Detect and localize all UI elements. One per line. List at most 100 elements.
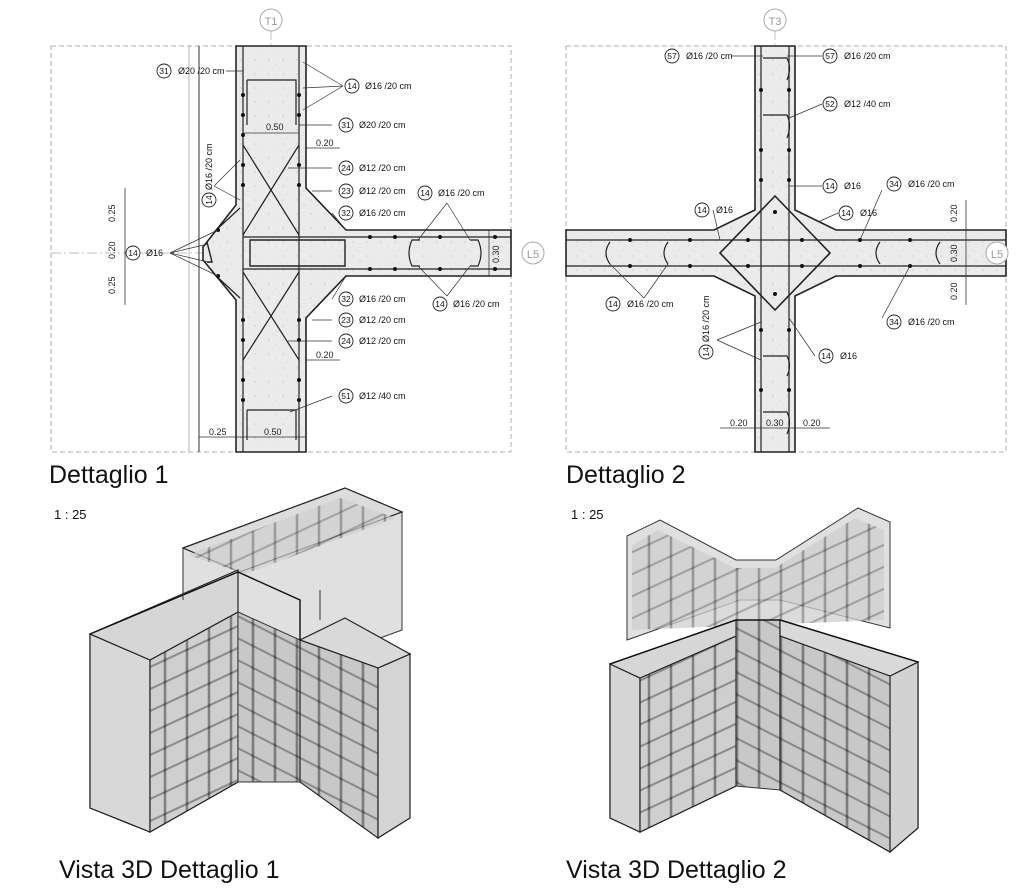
dim2-v020-top: 0.20: [949, 204, 959, 222]
rebar-mark-circle: [338, 160, 354, 176]
rebar-spec: Ø20 /20 cm: [359, 120, 406, 130]
scale-detail1: 1 : 25: [54, 507, 87, 522]
rebar-spec: Ø16 /20 cm: [438, 188, 485, 198]
rebar-spec: Ø16: [844, 181, 861, 191]
rebar-mark: 51: [341, 391, 351, 401]
rebar-mark-circle: [822, 178, 838, 194]
rebar-mark-circle: [886, 314, 902, 330]
rebar-mark-circle: [338, 205, 354, 221]
grid-marker-l5a-label: L5: [527, 249, 539, 261]
dim2-h030: 0.30: [766, 418, 784, 428]
rebar-mark: 34: [889, 317, 899, 327]
rebar-mark: 23: [341, 315, 351, 325]
detail1-callout: 23 Ø12 /20 cm: [338, 183, 406, 199]
rebar-mark: 23: [341, 186, 351, 196]
detail1-callout: 14 Ø16 /20 cm: [201, 143, 217, 208]
caption-view2: Vista 3D Dettaglio 2: [566, 856, 787, 884]
rebar-mark-circle: [664, 48, 680, 64]
rebar-spec: Ø12 /20 cm: [359, 336, 406, 346]
rebar-spec: Ø16 /20 cm: [359, 294, 406, 304]
detail1-callout: 32 Ø16 /20 cm: [338, 205, 406, 221]
rebar-spec: Ø16 /20 cm: [701, 295, 711, 342]
view3d-detail2: [608, 507, 920, 854]
detail2-callout: 14 Ø16: [818, 348, 857, 364]
dim-020-bottom: 0.20: [316, 350, 334, 360]
grid-marker-t3-label: T3: [769, 16, 782, 28]
rebar-mark: 14: [825, 181, 835, 191]
rebar-mark-circle: [156, 63, 172, 79]
dim-v030: 0.30: [491, 245, 501, 263]
rebar-spec: Ø12 /40 cm: [359, 391, 406, 401]
dim-025-bottom: 0.25: [209, 427, 227, 437]
detail2-plan: T3 L5 0.20 0.30 0.20 0.20 0.30 0.20: [565, 8, 1009, 453]
rebar-mark: 14: [821, 351, 831, 361]
rebar-mark: 57: [825, 51, 835, 61]
dim-020-top: 0.20: [316, 138, 334, 148]
rebar-spec: Ø16 /20 cm: [359, 208, 406, 218]
rebar-mark-circle: [338, 388, 354, 404]
rebar-mark-circle: [818, 348, 834, 364]
rebar-mark-circle: [838, 205, 854, 221]
detail1-callout: 51 Ø12 /40 cm: [338, 388, 406, 404]
dim2-h020-left: 0.20: [730, 418, 748, 428]
grid-marker-t3: [763, 8, 787, 32]
rebar-spec: Ø16: [840, 351, 857, 361]
rebar-mark: 14: [420, 188, 430, 198]
rebar-spec: Ø16: [860, 208, 877, 218]
rebar-spec: Ø16 /20 cm: [204, 143, 214, 190]
rebar-spec: Ø12 /20 cm: [359, 186, 406, 196]
rebar-mark-circle: [201, 192, 217, 208]
rebar-mark-circle: [338, 117, 354, 133]
dim-v025-top: 0.25: [107, 204, 117, 222]
detail1-callout: 14 Ø16 /20 cm: [417, 185, 485, 201]
rebar-mark-circle: [886, 176, 902, 192]
rebar-mark: 14: [608, 299, 618, 309]
detail2-concrete-section: [565, 45, 1007, 453]
rebar-mark: 57: [667, 51, 677, 61]
rebar-spec: Ø16 /20 cm: [844, 51, 891, 61]
rebar-spec: Ø16: [716, 205, 733, 215]
detail1-callout: 23 Ø12 /20 cm: [338, 312, 406, 328]
rebar-mark: 14: [697, 205, 707, 215]
dim2-v030: 0.30: [949, 244, 959, 262]
dim-050-top: 0.50: [266, 122, 284, 132]
rebar-mark: 32: [341, 208, 351, 218]
rebar-spec: Ø12 /40 cm: [844, 99, 891, 109]
rebar-spec: Ø16 /20 cm: [453, 299, 500, 309]
grid-marker-t1-label: T1: [265, 16, 278, 28]
rebar-spec: Ø12 /20 cm: [359, 315, 406, 325]
rebar-mark-circle: [432, 296, 448, 312]
detail2-callout: 14 Ø16: [694, 202, 733, 218]
rebar-mark: 31: [159, 66, 169, 76]
caption-view1: Vista 3D Dettaglio 1: [59, 856, 280, 884]
dim-050-bottom: 0.50: [264, 427, 282, 437]
rebar-spec: Ø20 /20 cm: [178, 66, 225, 76]
rebar-mark-circle: [822, 48, 838, 64]
rebar-spec: Ø16 /20 cm: [627, 299, 674, 309]
dim2-h020-right: 0.20: [803, 418, 821, 428]
rebar-mark: 14: [347, 81, 357, 91]
dim-v025-bottom: 0.25: [107, 276, 117, 294]
rebar-mark: 34: [889, 179, 899, 189]
rebar-spec: Ø16: [146, 248, 163, 258]
rebar-mark-circle: [344, 78, 360, 94]
caption-detail1: Dettaglio 1: [49, 461, 169, 489]
rebar-mark: 14: [204, 195, 214, 205]
rebar-mark-circle: [605, 296, 621, 312]
grid-marker-l5a: [521, 241, 545, 265]
rebar-spec: Ø16 /20 cm: [365, 81, 412, 91]
grid-marker-l5b-label: L5: [991, 249, 1003, 261]
rebar-mark-circle: [822, 96, 838, 112]
rebar-mark: 24: [341, 163, 351, 173]
caption-detail2: Dettaglio 2: [566, 461, 686, 489]
detail1-callout: 31 Ø20 /20 cm: [156, 63, 225, 79]
dim-v020: 0.20: [107, 241, 117, 259]
rebar-spec: Ø12 /20 cm: [359, 163, 406, 173]
